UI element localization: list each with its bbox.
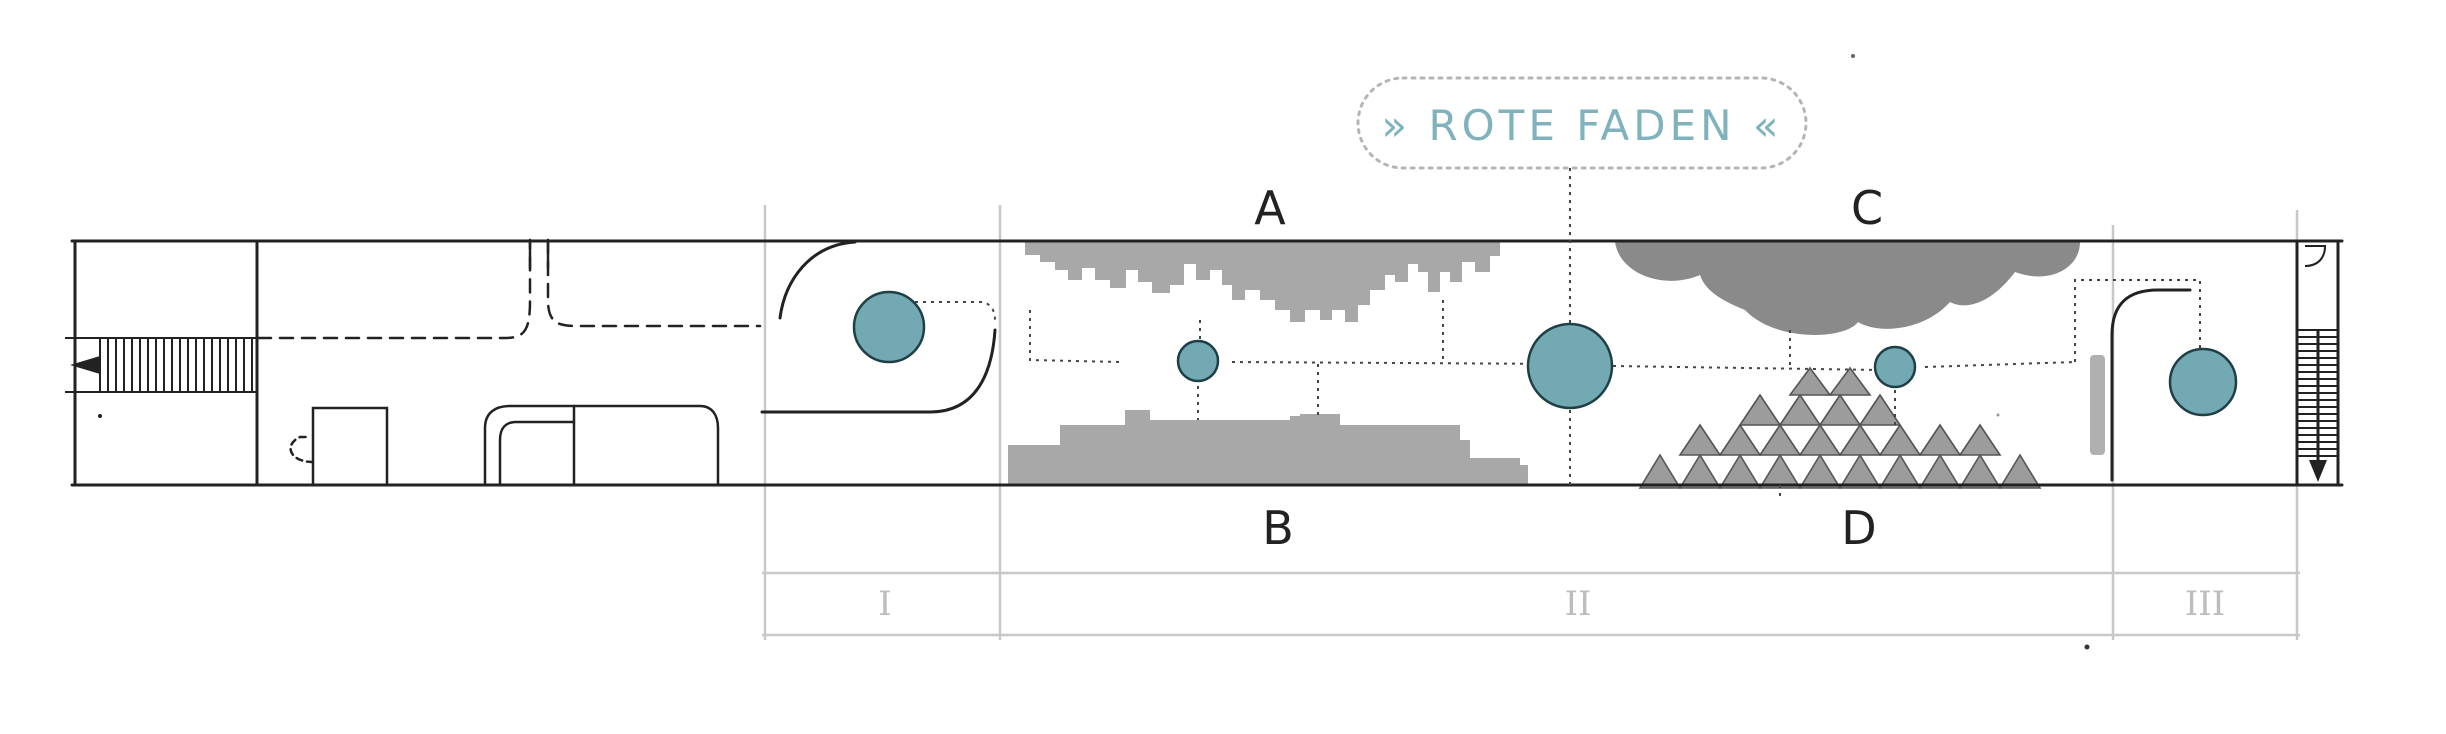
zone-c-side-panel: [2090, 355, 2105, 455]
zone-labels: A B C D: [1254, 181, 1883, 555]
zone-c-ceiling-shape: [1615, 242, 2080, 335]
node-central: [1526, 322, 1614, 410]
stair-left: [65, 337, 257, 393]
stair-right: [2297, 245, 2338, 465]
curved-wall-lower: [760, 328, 997, 414]
curved-wall-upper: [778, 240, 857, 320]
zone-label-c: C: [1851, 181, 1883, 235]
zone-a-ceiling-shape: [1025, 242, 1500, 322]
stair-icon: [99, 338, 253, 392]
arrow-down-icon: [2309, 460, 2327, 482]
banner-text: » ROTE FADEN «: [1381, 101, 1782, 150]
seating-unit: [483, 404, 720, 487]
foyer-features: [256, 238, 762, 487]
arrow-left-icon: [70, 356, 100, 374]
zone-label-d: D: [1841, 501, 1876, 555]
node-zone-a-b: [1176, 339, 1220, 383]
section-label-i: I: [878, 584, 891, 624]
zone-label-a: A: [1254, 181, 1286, 235]
counter-box: [311, 406, 389, 487]
banner-frame: [1356, 76, 1808, 170]
section-label-ii: II: [1565, 584, 1592, 624]
node-section-i: [852, 290, 926, 364]
section-label-iii: III: [2185, 584, 2225, 624]
rote-faden-banner: » ROTE FADEN «: [1356, 76, 1808, 170]
section-labels: I II III: [878, 584, 2225, 624]
route-nodes: [852, 290, 2238, 417]
zone-d-triangle-grid: [1638, 366, 2042, 489]
dashed-entry-path-2: [546, 238, 762, 328]
node-zone-c-d: [1873, 345, 1917, 389]
curved-walls: [760, 240, 2192, 482]
zone-b-floor-shape: [1008, 410, 1528, 485]
section-guide-grid: [762, 205, 2300, 640]
curved-wall-right: [2110, 288, 2192, 482]
building-outline: [70, 239, 2344, 487]
dashed-entry-path: [256, 238, 532, 340]
red-thread-route: [915, 168, 2201, 500]
node-section-iii: [2168, 347, 2238, 417]
zone-label-b: B: [1262, 501, 1294, 555]
